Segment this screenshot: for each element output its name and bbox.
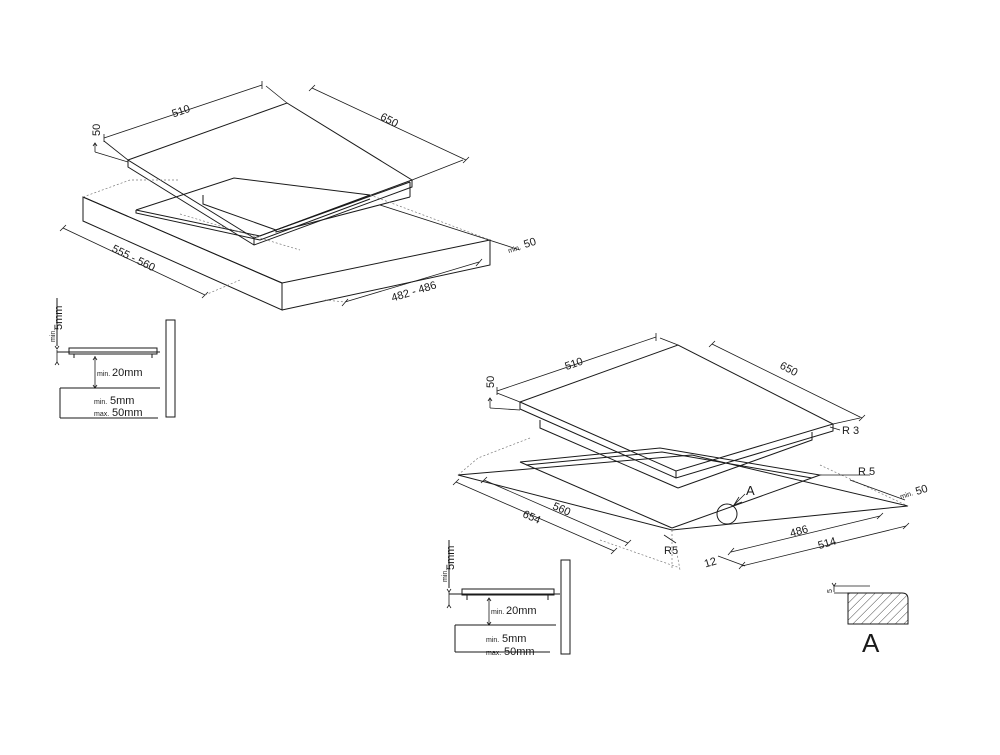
top-isometric-diagram: 510 650 50 555 - 560 (59, 81, 538, 311)
bottom-section-gap-prefix: min. (442, 569, 449, 582)
top-section-panel-max-prefix: max. (94, 411, 109, 418)
top-clearance-label: 50 (522, 236, 537, 251)
bottom-cutout-depth-label: 486 (789, 523, 810, 540)
top-cutout-dimensions: 555 - 560 482 - 486 min. 50 (59, 204, 538, 307)
top-cutout-depth-label: 482 - 486 (390, 279, 438, 304)
bottom-section-gap-label: 5mm (445, 546, 457, 570)
bottom-cutout-dimensions: 560 654 486 514 12 R 5 R5 min. 50 (452, 466, 929, 570)
bottom-worktop: A (457, 437, 909, 571)
bottom-hob-plate (518, 344, 835, 489)
detail-a-label: A (862, 628, 880, 658)
top-cutout-width-label: 555 - 560 (110, 243, 157, 274)
bottom-section-panel-min-label: 5mm (502, 633, 526, 645)
bottom-front-radius-label: R5 (664, 545, 678, 557)
bottom-section-depth-prefix: min. (491, 609, 504, 616)
top-section-depth-prefix: min. (97, 371, 110, 378)
bottom-cutout-radius-label: R 5 (858, 466, 875, 478)
bottom-section-panel-max-prefix: max. (486, 650, 501, 657)
detail-a-circle (716, 503, 738, 525)
top-section-panel-max-label: 50mm (112, 407, 143, 419)
top-section-depth-label: 20mm (112, 367, 143, 379)
top-hob-dimensions: 510 650 50 (91, 81, 470, 181)
detail-a-dimension: 5 (827, 589, 834, 593)
bottom-section-panel-max-label: 50mm (504, 646, 535, 658)
bottom-isometric-diagram: 510 650 50 R 3 A (452, 333, 929, 571)
top-worktop (82, 177, 491, 311)
bottom-clearance-prefix: min. (899, 490, 914, 501)
bottom-hob-depth-label: 650 (778, 360, 800, 379)
top-hob-plate (126, 102, 414, 246)
top-section-gap-label: 5mm (53, 306, 65, 330)
bottom-offset-label: 12 (703, 555, 718, 570)
bottom-detail-marker: A (746, 483, 755, 498)
top-hob-thickness-label: 50 (91, 124, 103, 136)
bottom-hob-thickness-label: 50 (485, 376, 497, 388)
top-section-detail: min. 5mm min. 20mm min. 5mm max. 50mm (50, 298, 176, 419)
bottom-hob-radius-label: R 3 (842, 425, 859, 437)
bottom-hob-dimensions: 510 650 50 R 3 (485, 333, 866, 437)
top-section-panel-min-label: 5mm (110, 395, 134, 407)
top-section-panel-min-prefix: min. (94, 399, 107, 406)
bottom-section-depth-label: 20mm (506, 605, 537, 617)
bottom-outer-depth-label: 514 (817, 535, 838, 552)
bottom-section-detail: min. 5mm min. 20mm min. 5mm max. 50mm (442, 540, 571, 658)
bottom-section-panel-min-prefix: min. (486, 637, 499, 644)
top-section-gap-prefix: min. (50, 329, 57, 342)
bottom-outer-width-label: 654 (521, 508, 543, 526)
bottom-clearance-label: 50 (914, 483, 929, 498)
detail-a: 5 A (827, 582, 909, 658)
top-hob-width-label: 510 (170, 103, 191, 120)
top-clearance-prefix: min. (507, 244, 522, 255)
bottom-hob-width-label: 510 (563, 356, 584, 373)
